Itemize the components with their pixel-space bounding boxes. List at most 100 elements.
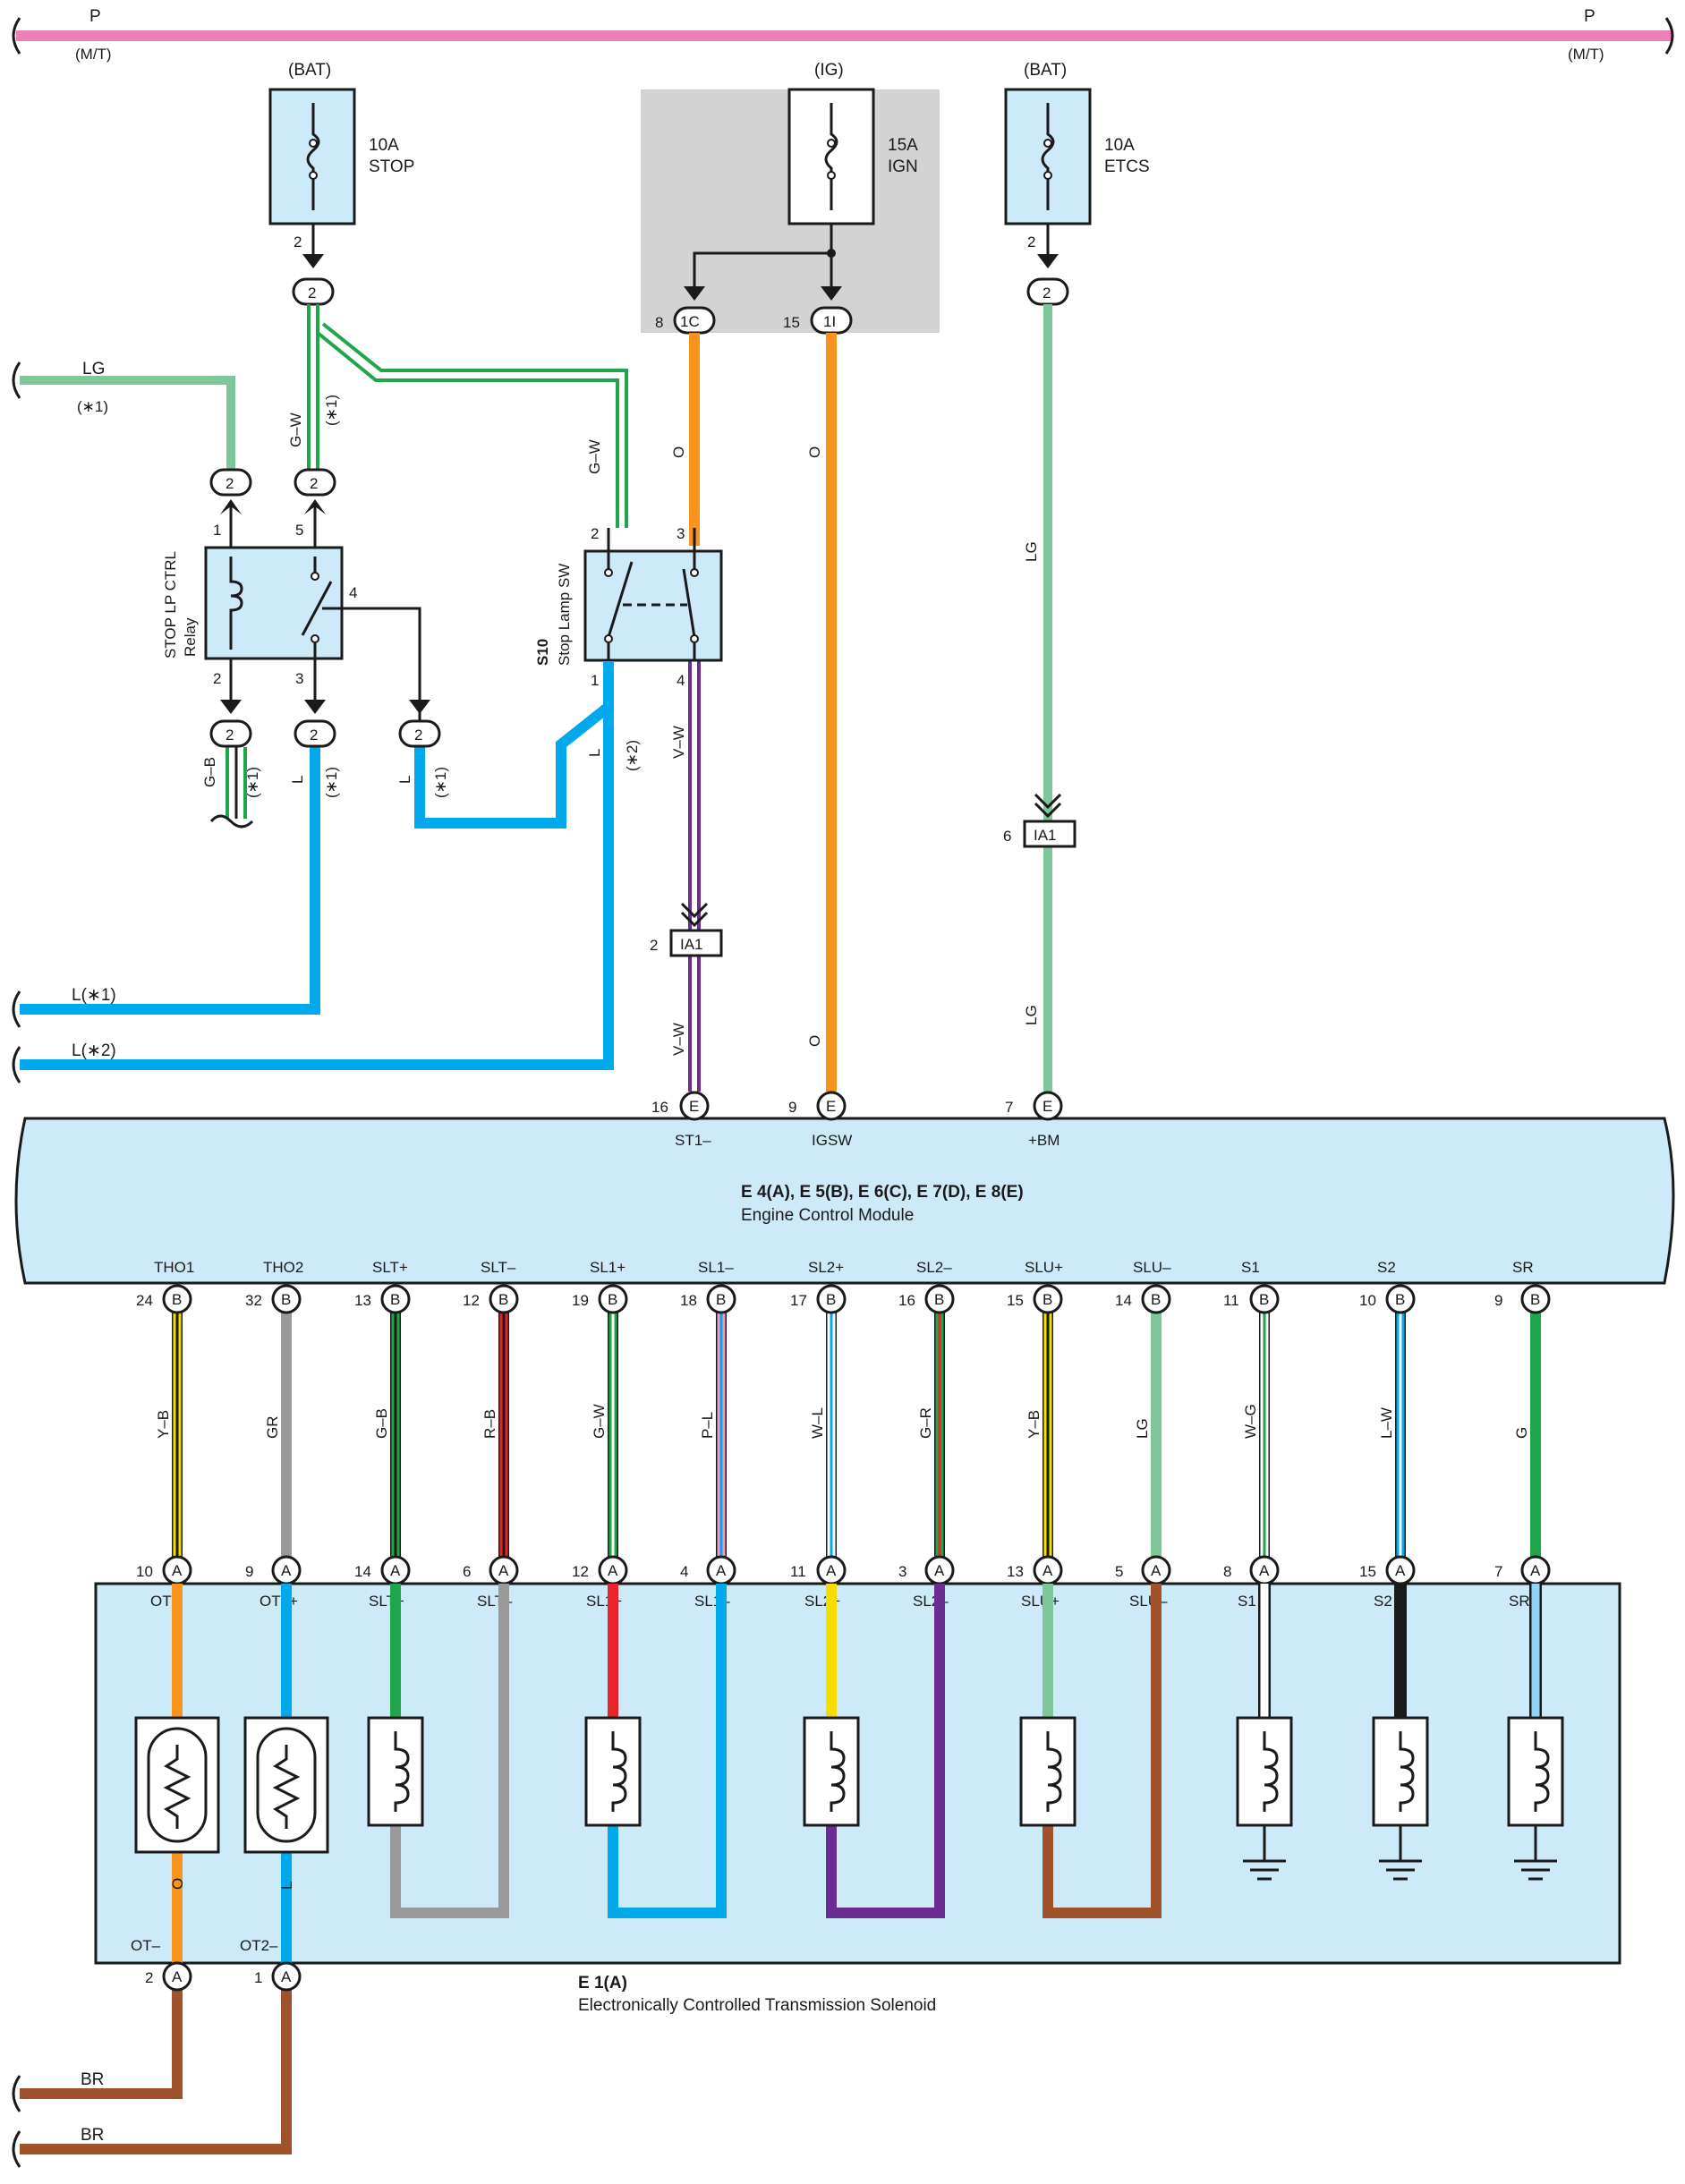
fuse-etcs: (BAT) 10A ETCS 2 2 [1004,61,1150,306]
solenoid-wire-color-label-lower: O [169,1878,186,1890]
left-wire-lg-label: LG [82,360,105,378]
ecm-bottom-pin-1-ring [271,1284,302,1314]
upper-wires [12,304,1052,1092]
coil-winding-1 [611,1731,627,1812]
solenoid-signal-label: S2 [1374,1593,1392,1610]
ecm-bottom-pin-11-ring [1385,1284,1416,1314]
switch-pin-4: 4 [677,672,685,689]
ecm-top-pin-number: 9 [788,1099,796,1116]
ecm-bottom-pin-0-ring [162,1284,192,1314]
thermistor-resistor-0 [163,1745,191,1829]
stop-lp-ctrl-relay: 2 2 1 5 4 STOP LP CTRL Relay 2 3 2 2 2 [162,468,441,748]
fuse-stop: (BAT) 10A STOP 2 2 [268,61,414,306]
bus-label-left: P [89,7,101,26]
ecm-bottom-pins: THO1B24Y–BA10THO2B32GRA9SLT+B13G–BA14SLT… [136,1259,1551,1585]
bottom-wires: BR BR [12,1990,292,2168]
relay-pin-2: 2 [213,670,221,687]
relay-pin-1: 1 [213,522,221,539]
ecm-bottom-signal-label: SL1– [698,1259,734,1276]
bus-label-right: P [1584,7,1596,26]
relay-conn-5: 2 [310,475,318,492]
ecm-wire-color-label: W–G [1242,1404,1259,1439]
wire-label-gw-a: G–W [287,412,304,447]
solenoid-wire-color-label-lower: L [278,1882,295,1890]
ecm-bottom-signal-label: S1 [1241,1259,1260,1276]
solenoid-top-pin-3-letter: A [498,1562,509,1579]
ecm-top-signal-label: ST1– [675,1132,711,1149]
relay-subtitle: Relay [182,617,199,657]
fuse-etcs-rating: 10A [1104,136,1135,155]
ecm-bottom-pin-4-ring [598,1284,628,1314]
bus-sub-left: (M/T) [75,46,112,63]
ecm-bottom-pin-12-letter: B [1530,1291,1540,1308]
ecm-bottom-pin-5-letter: B [716,1291,726,1308]
ecm-bottom-pin-number: 24 [136,1292,153,1309]
ecm-bottom-pin-8-ring [1033,1284,1063,1314]
ecm-bottom-pin-number: 32 [245,1292,262,1309]
fuse-ign-pin-a: 8 [655,314,663,331]
wire-label-o-b: O [806,446,823,458]
relay-conn-2: 2 [226,727,234,744]
fuse-ign-conn-a: 1C [680,313,700,330]
ecm-bottom-pin-7-letter: B [934,1291,944,1308]
ecm-bottom-signal-label: SLT+ [372,1259,408,1276]
ecm-bottom-pin-11-letter: B [1395,1291,1405,1308]
ecm-top-pin-2-letter: E [1042,1098,1052,1115]
wire-label-gb-note: (∗1) [244,767,261,798]
solenoid-bottom-pin-number: 1 [254,1969,262,1986]
fuse-etcs-out-pin: 2 [1027,234,1035,251]
wire-label-gb: G–B [201,757,218,787]
ecm-bottom-signal-label: S2 [1377,1259,1396,1276]
junction-a-pin: 2 [650,937,658,954]
fuse-ign-conn-b: 1I [823,313,836,330]
ecm-wire-color-label: GR [264,1416,281,1440]
relay-pin-4: 4 [349,584,357,601]
solenoid-signal-label: SR [1509,1593,1530,1610]
wire-label-l-b-note: (∗1) [432,767,449,798]
ecm-top-pin-1-ring [816,1091,847,1121]
coil-return-0 [390,1584,509,1918]
solenoid-name: Electronically Controlled Transmission S… [578,1996,936,2015]
solenoid-top-pin-0-letter: A [172,1562,183,1579]
coil-return-3 [1042,1584,1162,1918]
fuse-ign-name: IGN [888,157,918,176]
ecm-bottom-pin-12-ring [1520,1284,1551,1314]
coil-winding-2 [830,1731,846,1812]
wire-label-vw-a: V–W [670,726,687,759]
ecm-bottom-signal-label: SLU– [1133,1259,1171,1276]
ecm-wire-color-label: LG [1134,1418,1151,1439]
ecm-wire-color-label: G–R [917,1407,934,1439]
wire-labels: G–W (∗1) G–W G–B (∗1) L (∗1) L (∗1) L (∗… [201,395,1040,1056]
ecm-wire-color-label: Y–B [155,1410,172,1439]
ecm-bottom-signal-label: SL2+ [808,1259,844,1276]
solenoid-top-pin-1-letter: A [281,1562,292,1579]
ecm-bottom-pin-3-letter: B [498,1291,508,1308]
solenoid-top-pin-8-letter: A [1042,1562,1053,1579]
wire-label-lg-b: LG [1023,1005,1040,1025]
solenoid-top-pin-number: 5 [1115,1563,1123,1580]
junction-b-pin: 6 [1003,828,1011,845]
fuse-stop-rating: 10A [369,136,399,155]
solenoid-top-pin-number: 10 [136,1563,153,1580]
relay-conn-4: 2 [414,727,422,744]
ecm-bottom-signal-label: SLT– [481,1259,516,1276]
left-wire-lg-note: (∗1) [77,398,108,415]
relay-pin-3: 3 [295,670,303,687]
solenoid-bottom-pin-1-letter: A [281,1968,292,1985]
wire-label-o-c: O [806,1035,823,1047]
solenoid-top-pin-number: 4 [680,1563,688,1580]
ecm-bottom-pin-number: 12 [463,1292,480,1309]
left-wire-l2-label: L(∗2) [72,1041,116,1060]
ecm-wire-color-label: W–L [809,1407,826,1439]
fuse-stop-conn: 2 [308,285,316,302]
ecm-bottom-pin-number: 16 [898,1292,915,1309]
ecm-wire-color-label: L–W [1378,1407,1395,1439]
solenoid-bottom-pin-1-ring [271,1961,302,1992]
ecm-bottom-pin-number: 17 [790,1292,807,1309]
solenoid-bottom-pin-number: 2 [145,1969,153,1986]
ecm-top-signal-label: IGSW [812,1132,852,1149]
ecm-top-pin-number: 7 [1005,1099,1013,1116]
ground-coil-winding-10 [1263,1731,1279,1812]
junction-a-conn: IA1 [680,936,703,953]
